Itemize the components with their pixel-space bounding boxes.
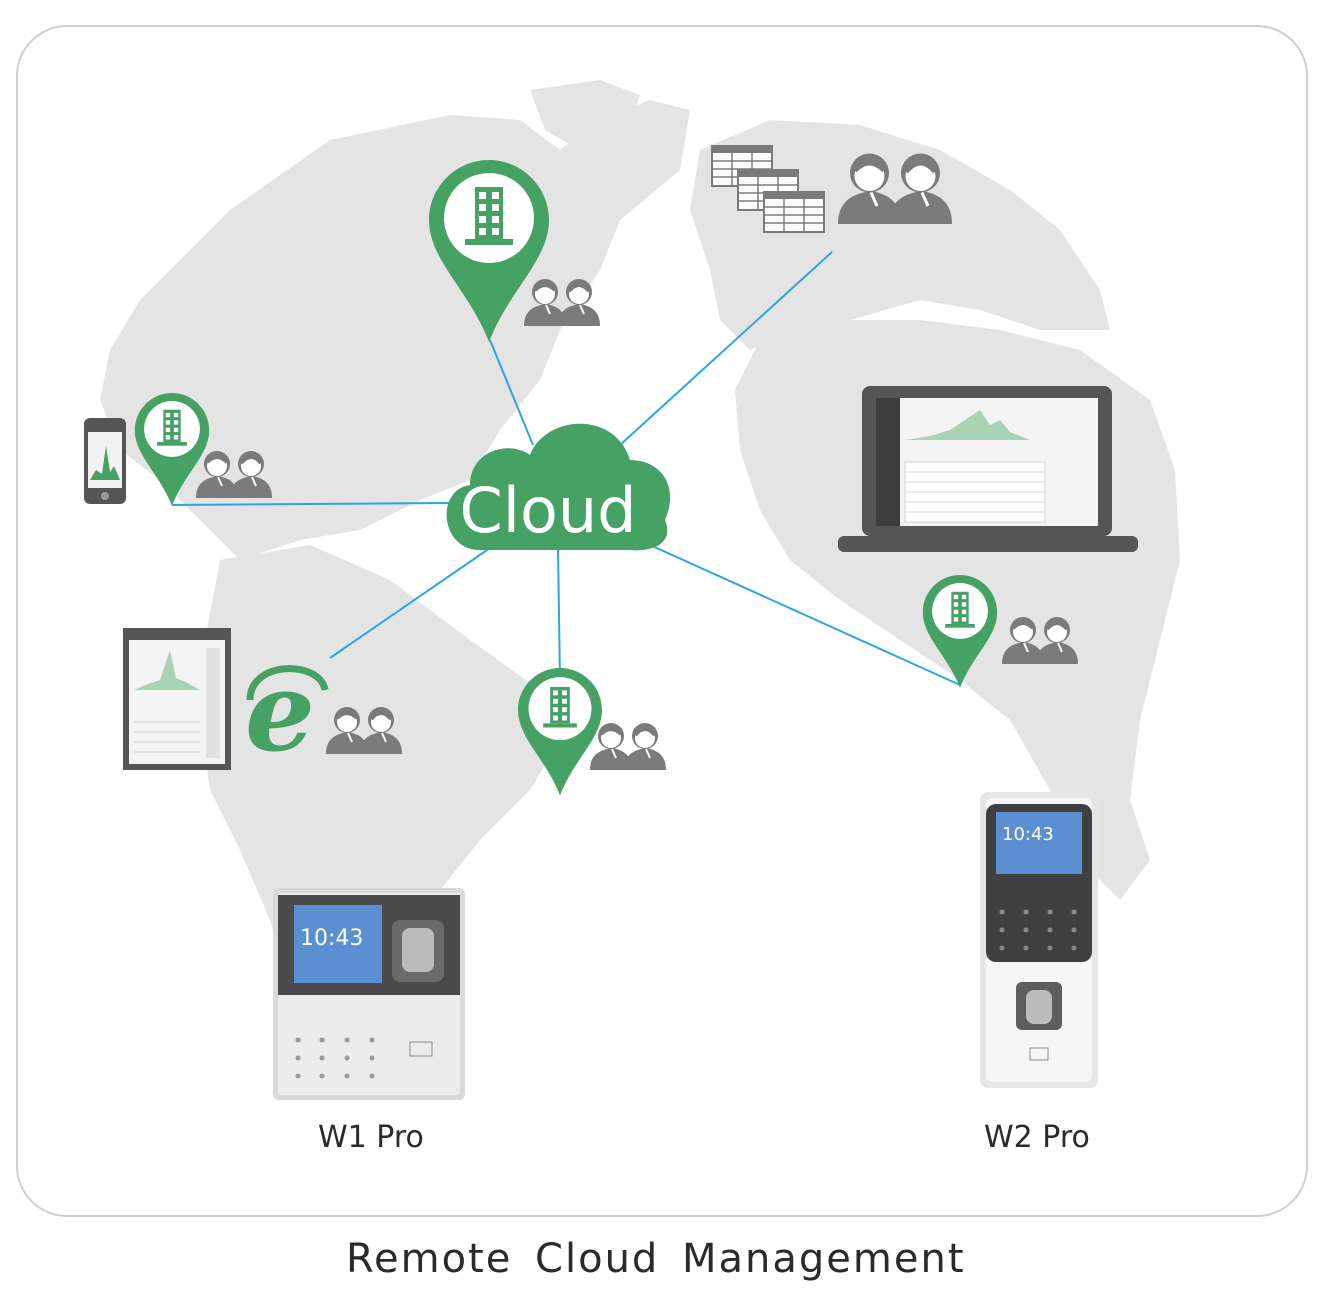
line-bottom-pin bbox=[557, 549, 561, 681]
connection-lines bbox=[171, 251, 961, 686]
line-spreadsheet bbox=[619, 251, 833, 446]
line-top-pin bbox=[489, 339, 534, 446]
line-left-pin bbox=[171, 502, 451, 506]
w2-pro-label: W2 Pro bbox=[984, 1120, 1090, 1155]
w1-pro-device: 10:43 bbox=[273, 888, 465, 1100]
caption: Remote Cloud Management bbox=[346, 1236, 966, 1282]
w1-screen-time: 10:43 bbox=[300, 926, 363, 951]
cloud-icon: Cloud bbox=[446, 423, 671, 551]
line-browser bbox=[329, 547, 491, 659]
w1-pro-label: W1 Pro bbox=[318, 1120, 424, 1155]
w2-keypad bbox=[999, 909, 1077, 951]
cloud-label: Cloud bbox=[459, 474, 636, 547]
line-right-pin bbox=[649, 544, 961, 686]
w2-pro-device: 10:43 bbox=[980, 792, 1098, 1088]
w1-keypad bbox=[295, 1037, 375, 1079]
smartphone-icon bbox=[84, 418, 126, 504]
browser-e-icon: e bbox=[245, 647, 329, 776]
tablet-icon bbox=[123, 628, 231, 770]
w2-screen-time: 10:43 bbox=[1002, 824, 1054, 845]
laptop-icon bbox=[838, 386, 1138, 552]
